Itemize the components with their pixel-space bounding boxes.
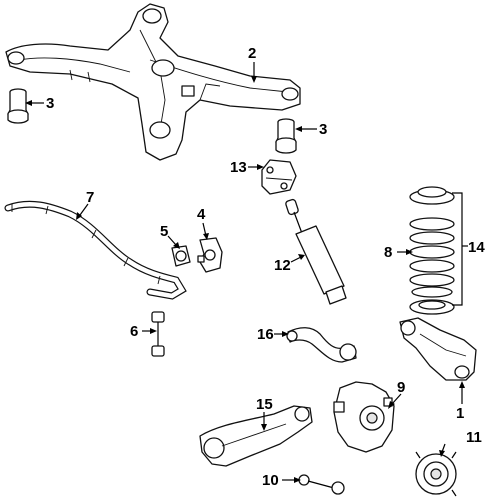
stabilizer-link — [151, 311, 165, 357]
shock-absorber — [285, 198, 347, 305]
stabilizer-bushing — [171, 245, 191, 267]
callout-2: 2 — [248, 45, 257, 83]
coil-spring — [409, 217, 455, 298]
hub-bearing — [415, 451, 457, 497]
callout-1: 1 — [456, 381, 465, 422]
callout-13: 13 — [230, 159, 264, 176]
upper-spring-seat — [409, 186, 455, 205]
rear-subframe — [5, 3, 301, 161]
callout-label: 14 — [468, 239, 485, 256]
stabilizer-bracket — [197, 237, 223, 273]
rear-knuckle — [333, 381, 395, 453]
callout-label: 5 — [160, 223, 168, 240]
lower-spring-seat — [409, 299, 455, 315]
callout-label: 6 — [130, 323, 138, 340]
callout-label: 3 — [319, 121, 327, 138]
subframe-bushing-left — [7, 88, 29, 124]
callout-6: 6 — [130, 323, 157, 340]
lower-control-arm — [199, 405, 313, 467]
callout-10: 10 — [262, 472, 301, 489]
callout-label: 4 — [197, 206, 206, 223]
callout-3-left: 3 — [25, 95, 54, 112]
callout-label: 16 — [257, 326, 274, 343]
callout-label: 10 — [262, 472, 279, 489]
callout-label: 1 — [456, 405, 464, 422]
callout-label: 9 — [397, 379, 405, 396]
callout-16: 16 — [257, 326, 289, 343]
toe-link — [298, 474, 345, 495]
callout-15: 15 — [256, 396, 273, 431]
callout-label: 2 — [248, 45, 256, 62]
trailing-arm — [399, 317, 477, 381]
callout-11: 11 — [439, 429, 482, 457]
callout-9: 9 — [388, 379, 405, 409]
callout-14: 14 — [452, 192, 485, 306]
subframe-bushing-right — [275, 118, 297, 154]
callout-label: 3 — [46, 95, 54, 112]
upper-control-arm — [286, 327, 357, 363]
shock-mount — [261, 159, 297, 195]
callout-5: 5 — [160, 223, 180, 249]
callout-label: 15 — [256, 396, 273, 413]
callout-label: 8 — [384, 244, 392, 261]
callout-label: 12 — [274, 257, 291, 274]
callout-12: 12 — [274, 254, 305, 274]
callout-7: 7 — [76, 189, 94, 220]
callout-label: 7 — [86, 189, 94, 206]
callout-label: 13 — [230, 159, 247, 176]
stabilizer-bar — [4, 200, 187, 300]
callout-4: 4 — [197, 206, 209, 240]
callout-8: 8 — [384, 244, 413, 261]
callout-label: 11 — [466, 429, 482, 446]
callout-3-right: 3 — [295, 121, 327, 138]
